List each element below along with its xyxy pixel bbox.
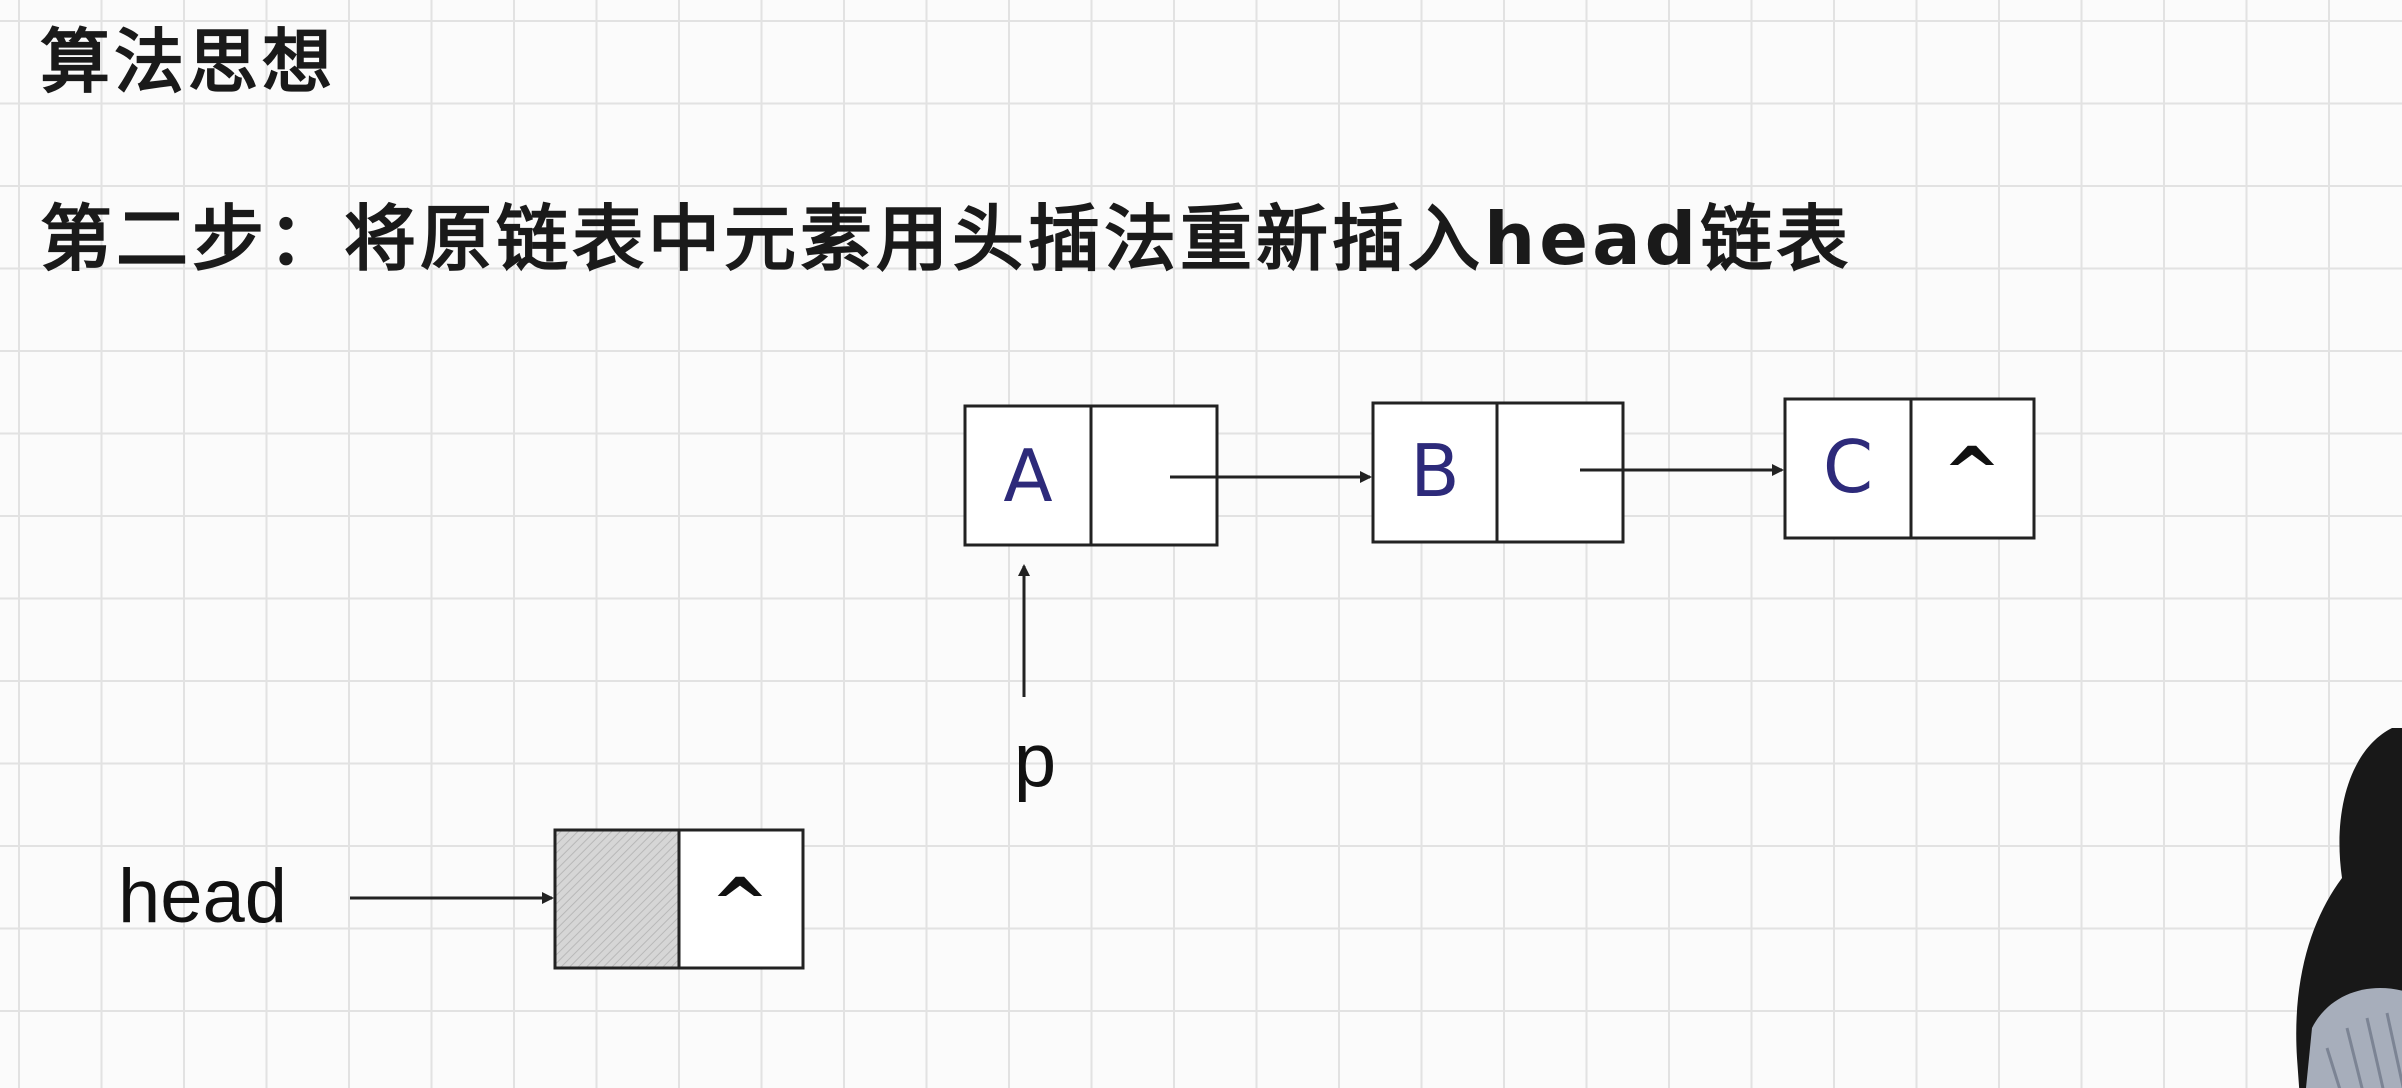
head-pointer-label: head — [118, 854, 287, 939]
node-b-label: B — [1410, 429, 1459, 513]
node-c-null-symbol: ^ — [1943, 432, 2002, 514]
head-node-data-cell — [553, 828, 681, 970]
head-node: ^ — [553, 828, 805, 970]
node-c-next-cell — [1909, 397, 2036, 540]
node-b: B — [1371, 401, 1625, 544]
node-c: C ^ — [1783, 397, 2036, 540]
node-c-label: C — [1823, 425, 1873, 509]
node-a-label: A — [1003, 434, 1052, 518]
node-c-data-cell — [1783, 397, 1913, 540]
node-b-next-cell — [1495, 401, 1625, 544]
head-node-next-cell — [677, 828, 805, 970]
step-description: 第二步：将原链表中元素用头插法重新插入head链表 — [40, 197, 1853, 281]
node-a-data-cell — [963, 404, 1093, 547]
head-node-null-symbol: ^ — [711, 863, 770, 945]
pointer-p-label: p — [1014, 718, 1056, 803]
node-b-data-cell — [1371, 401, 1499, 544]
page-title: 算法思想 — [40, 21, 336, 103]
